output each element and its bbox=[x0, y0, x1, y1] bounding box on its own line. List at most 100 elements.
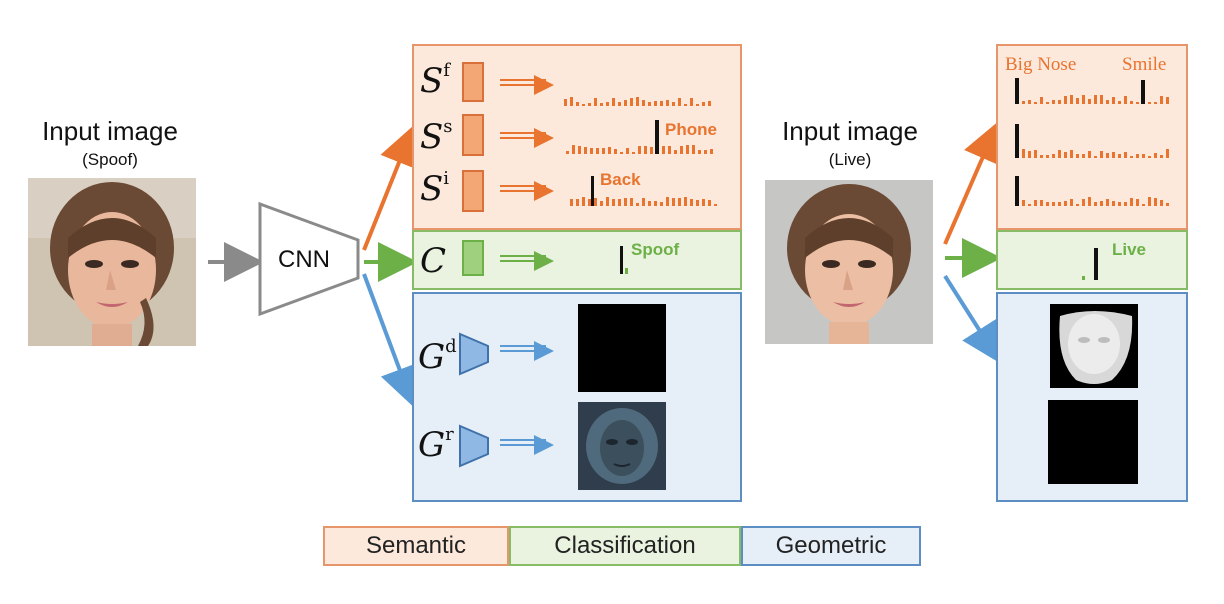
feature-bar bbox=[576, 199, 579, 206]
feature-bar bbox=[678, 198, 681, 206]
feature-bar bbox=[1094, 95, 1097, 104]
feature-bar bbox=[1094, 156, 1097, 158]
feature-bar bbox=[1160, 155, 1163, 158]
feature-bar bbox=[1046, 102, 1049, 104]
feature-bar bbox=[1106, 199, 1109, 206]
feature-bar bbox=[1088, 99, 1091, 104]
feature-bar bbox=[662, 146, 665, 154]
feature-bar bbox=[692, 145, 695, 154]
feature-bar bbox=[672, 198, 675, 206]
feature-bar bbox=[690, 98, 693, 106]
feature-bar bbox=[1076, 204, 1079, 206]
feature-bar bbox=[1112, 97, 1115, 104]
feature-bar bbox=[1130, 156, 1133, 158]
feature-bar bbox=[666, 100, 669, 106]
feature-bar bbox=[696, 104, 699, 106]
feature-bar bbox=[1082, 154, 1085, 158]
feature-bar bbox=[698, 150, 701, 154]
feature-bar bbox=[1160, 200, 1163, 206]
feature-bar bbox=[1064, 96, 1067, 104]
feature-bar bbox=[1166, 149, 1169, 158]
right-input-subtitle: (Live) bbox=[828, 150, 872, 169]
feature-bar bbox=[1148, 197, 1151, 206]
feature-bar bbox=[590, 148, 593, 154]
feature-bar bbox=[1124, 96, 1127, 104]
feature-bar bbox=[1100, 151, 1103, 158]
feature-bar bbox=[1118, 101, 1121, 104]
phone-tag: Phone bbox=[665, 120, 717, 139]
feature-bar bbox=[1022, 101, 1025, 104]
reflection-map-live bbox=[1048, 400, 1138, 484]
feature-bar bbox=[1100, 95, 1103, 104]
feature-bar bbox=[632, 152, 635, 154]
feature-bar bbox=[1064, 201, 1067, 206]
feature-bar bbox=[1046, 202, 1049, 206]
semantic-block-i bbox=[462, 170, 484, 212]
feature-bar bbox=[678, 98, 681, 106]
feature-bar bbox=[648, 201, 651, 206]
feature-bar bbox=[674, 150, 677, 154]
feature-bar bbox=[1088, 151, 1091, 158]
feature-bar bbox=[1100, 201, 1103, 206]
geometric-decoder-r bbox=[458, 424, 490, 468]
right-input-title: Input image bbox=[782, 116, 918, 146]
feature-bar bbox=[636, 203, 639, 206]
classification-block bbox=[462, 240, 484, 276]
feature-bar bbox=[600, 201, 603, 206]
feature-bar bbox=[684, 197, 687, 206]
feature-bar bbox=[602, 148, 605, 154]
reflection-map-spoof bbox=[578, 402, 666, 490]
feature-bar bbox=[630, 198, 633, 206]
feature-bar bbox=[1034, 102, 1037, 104]
classification-box-live bbox=[996, 230, 1188, 290]
feature-bar bbox=[1124, 202, 1127, 206]
feature-bar bbox=[1136, 102, 1139, 104]
feature-bar bbox=[660, 202, 663, 206]
feature-bar bbox=[1064, 152, 1067, 158]
feature-bar bbox=[668, 146, 671, 154]
geometric-decoder-d bbox=[458, 332, 490, 376]
depth-map-live bbox=[1050, 304, 1138, 388]
classification-symbol: C bbox=[420, 241, 447, 281]
feature-bar bbox=[710, 149, 713, 154]
feature-bar bbox=[1076, 98, 1079, 104]
smile-tag: Smile bbox=[1122, 54, 1167, 75]
feature-bar bbox=[1136, 154, 1139, 158]
legend-semantic: Semantic bbox=[323, 526, 509, 566]
feature-bar bbox=[1118, 202, 1121, 206]
semantic-block-f bbox=[462, 62, 484, 102]
feature-bar bbox=[1154, 102, 1157, 104]
feature-bar bbox=[690, 199, 693, 206]
feature-bar bbox=[624, 100, 627, 106]
feature-bar bbox=[564, 99, 567, 106]
feature-bar bbox=[570, 199, 573, 206]
feature-bar bbox=[654, 101, 657, 106]
feature-bar bbox=[594, 198, 597, 206]
feature-bar bbox=[686, 145, 689, 154]
feature-bar bbox=[608, 147, 611, 154]
geometric-symbol-d: Gd bbox=[418, 336, 457, 377]
feature-bar bbox=[630, 98, 633, 106]
back-tag: Back bbox=[600, 170, 641, 189]
feature-bar bbox=[1040, 200, 1043, 206]
feature-bar bbox=[1130, 101, 1133, 104]
feature-bar bbox=[612, 199, 615, 206]
feature-bar bbox=[672, 102, 675, 106]
feature-bar bbox=[588, 199, 591, 206]
feature-bar bbox=[624, 198, 627, 206]
feature-bar bbox=[1118, 154, 1121, 158]
spoof-tag: Spoof bbox=[631, 240, 680, 259]
feature-bar bbox=[606, 197, 609, 206]
feature-bar bbox=[684, 104, 687, 106]
feature-bar bbox=[594, 98, 597, 106]
semantic-block-s bbox=[462, 114, 484, 156]
feature-bar bbox=[1028, 100, 1031, 104]
geometric-symbol-r: Gr bbox=[418, 424, 454, 465]
semantic-symbol-s: Ss bbox=[420, 116, 453, 157]
feature-bar bbox=[1142, 204, 1145, 206]
feature-bar bbox=[612, 98, 615, 106]
feature-bar bbox=[1022, 200, 1025, 206]
feature-bar bbox=[1106, 153, 1109, 158]
